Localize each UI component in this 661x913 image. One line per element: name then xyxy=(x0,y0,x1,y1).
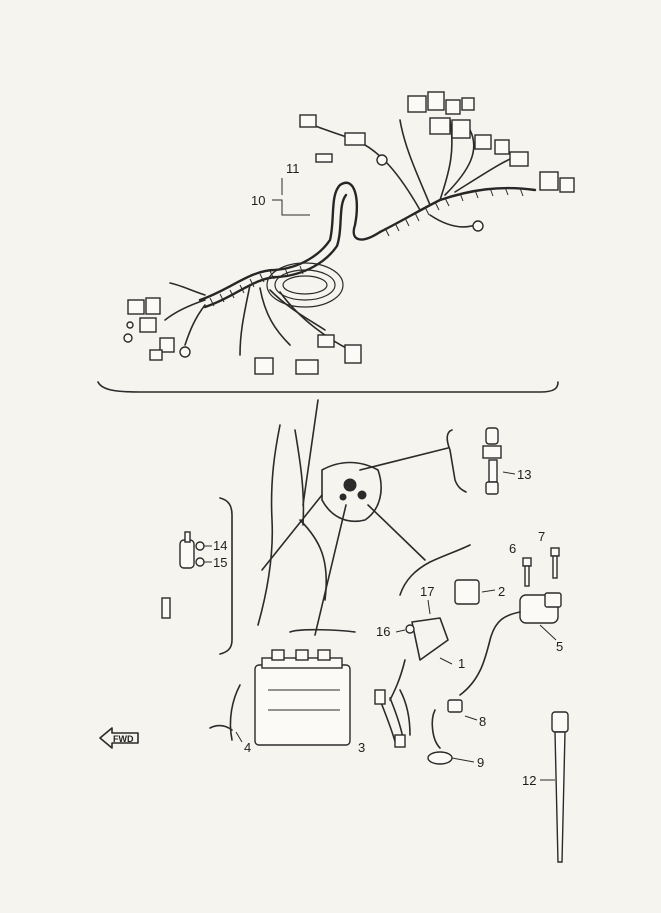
fuse-11 xyxy=(315,153,333,163)
relay-assembly xyxy=(395,579,496,665)
callout-labels: 1 2 3 4 5 6 7 8 9 10 11 12 13 14 15 16 1… xyxy=(113,161,563,788)
callout-17: 17 xyxy=(420,584,434,599)
part-5-coil xyxy=(459,592,562,696)
part-4-battery-band xyxy=(209,684,243,743)
part-13-switch xyxy=(482,427,516,495)
callout-3: 3 xyxy=(358,740,365,755)
section-divider xyxy=(97,381,559,393)
part-6-7-bolts xyxy=(522,547,560,587)
frame-section xyxy=(219,399,471,655)
callout-2: 2 xyxy=(498,584,505,599)
callout-6: 6 xyxy=(509,541,516,556)
callout-16: 16 xyxy=(376,624,390,639)
callout-12: 12 xyxy=(522,773,536,788)
part-14-15-clamps xyxy=(161,531,212,619)
callout-8: 8 xyxy=(479,714,486,729)
part-8-plug-cap xyxy=(447,699,478,721)
battery-leads xyxy=(374,659,411,748)
fwd-label: FWD xyxy=(113,734,134,744)
callout-13: 13 xyxy=(517,467,531,482)
callout-9: 9 xyxy=(477,755,484,770)
callout-5: 5 xyxy=(556,639,563,654)
part-12-cable-tie xyxy=(540,711,569,863)
part-9 xyxy=(427,709,475,765)
callout-14: 14 xyxy=(213,538,227,553)
wire-harness xyxy=(123,91,575,375)
fwd-arrow xyxy=(99,727,139,749)
callout-15: 15 xyxy=(213,555,227,570)
callout-1: 1 xyxy=(458,656,465,671)
part-3-battery xyxy=(254,649,351,746)
callout-7: 7 xyxy=(538,529,545,544)
callout-10: 10 xyxy=(251,193,265,208)
callout-4: 4 xyxy=(244,740,251,755)
callout-11: 11 xyxy=(286,161,300,176)
